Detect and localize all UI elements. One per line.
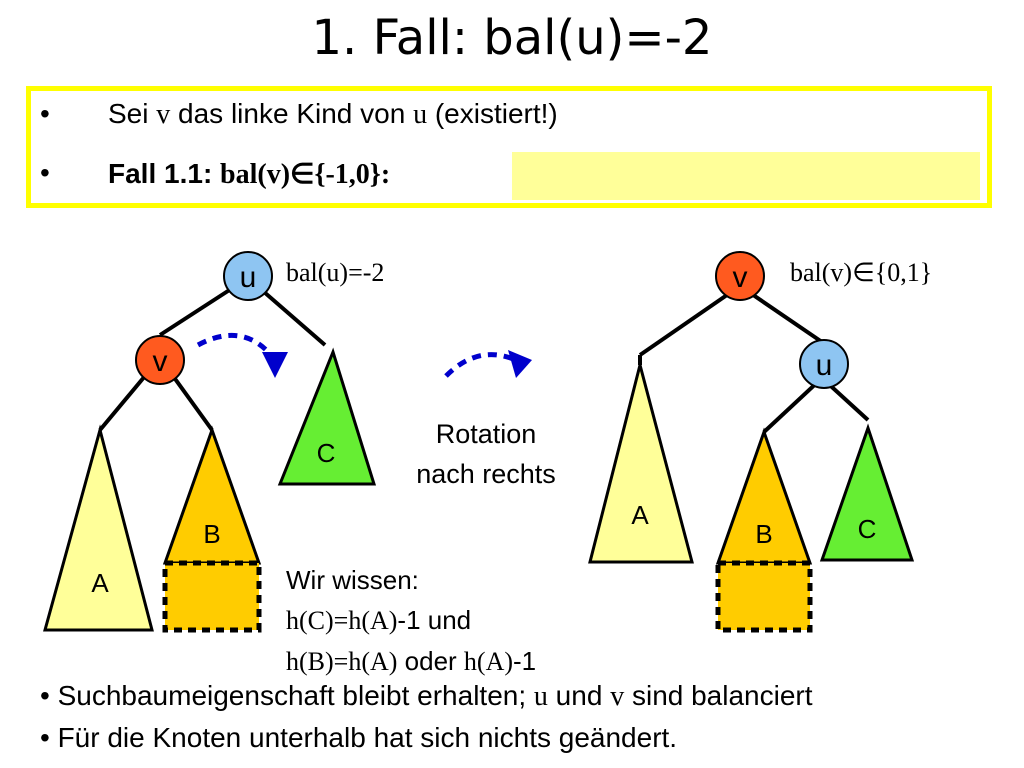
bullet-mark: •	[40, 157, 50, 188]
rotation-caption: Rotation nach rechts	[396, 414, 576, 494]
text-existiert: (existiert!)	[427, 98, 558, 129]
text-suchbaum: • Suchbaumeigenschaft bleibt erhalten;	[40, 680, 534, 711]
arrowhead-left	[262, 352, 288, 378]
bottom-bullet-2: • Für die Knoten unterhalb hat sich nich…	[40, 722, 678, 753]
formula-ha: h(A)	[463, 647, 514, 676]
text-fall-1-1: Fall 1.1:	[108, 158, 221, 189]
node-v-left	[135, 335, 185, 385]
bullet-line-2: •	[40, 157, 50, 189]
hidden-text-bar	[512, 152, 980, 200]
triangle-a-left-label: A	[91, 568, 109, 598]
node-u-right	[799, 339, 849, 389]
rotation-line-2: nach rechts	[416, 459, 556, 489]
node-u-right-label: u	[816, 349, 833, 382]
dotted-extension-b-left	[162, 560, 262, 633]
text-minus-one-und: -1 und	[397, 605, 472, 635]
text-und: und	[547, 680, 611, 711]
var-v: v	[156, 99, 171, 130]
statement-box	[26, 86, 992, 208]
bottom-bullet-1: • Suchbaumeigenschaft bleibt erhalten; u…	[40, 680, 813, 713]
triangle-c-right	[819, 423, 915, 562]
text-oder: oder	[397, 646, 464, 676]
knowledge-line-2: h(C)=h(A)-1 und	[286, 600, 536, 641]
triangle-a-right-label: A	[631, 500, 649, 530]
statement-line-1: Sei v das linke Kind von u (existiert!)	[108, 98, 558, 131]
rotation-arrow-middle	[444, 352, 522, 378]
bal-u-label: bal(u)=-2	[286, 258, 385, 287]
node-v-left-label: v	[153, 345, 168, 378]
knowledge-line-1: Wir wissen:	[286, 565, 419, 595]
knowledge-text: Wir wissen: h(C)=h(A)-1 und h(B)=h(A) od…	[286, 560, 536, 682]
bal-v-label: bal(v)∈{0,1}	[790, 258, 933, 287]
arrowhead-middle	[508, 350, 532, 378]
bullet-line-1: •	[40, 98, 50, 130]
page-title: 1. Fall: bal(u)=-2	[311, 10, 713, 66]
statement-line-2: Fall 1.1: bal(v)∈{-1,0}:	[108, 157, 390, 191]
var-v-bottom: v	[610, 681, 625, 712]
triangle-c-left	[277, 347, 377, 486]
formula-hb-ha: h(B)=h(A)	[286, 647, 398, 676]
dotted-extension-b-right	[715, 560, 813, 633]
rotation-arrow-left	[196, 332, 277, 362]
text-condition: bal(v)∈{-1,0}:	[220, 159, 391, 190]
knowledge-line-3: h(B)=h(A) oder h(A)-1	[286, 641, 536, 682]
triangle-a-right	[588, 359, 694, 564]
bullet-mark: •	[40, 98, 50, 129]
triangle-b-right-label: B	[755, 519, 772, 549]
node-u-left-label: u	[240, 261, 257, 294]
formula-hc-ha: h(C)=h(A)	[286, 606, 398, 635]
edge-u-b-right	[762, 376, 824, 434]
triangle-a-left	[43, 424, 154, 632]
edge-v-a-right	[638, 284, 742, 357]
var-u: u	[413, 99, 428, 130]
text-minus-one: -1	[513, 646, 537, 676]
node-u-left	[223, 251, 273, 301]
triangle-c-right-label: C	[858, 514, 877, 544]
triangle-c-left-label: C	[317, 438, 336, 468]
text-balanciert: sind balanciert	[624, 680, 813, 711]
node-v-right-label: v	[733, 261, 748, 294]
text-linke-kind: das linke Kind von	[170, 98, 414, 129]
rotation-line-1: Rotation	[435, 419, 537, 449]
triangle-b-left-label: B	[203, 519, 220, 549]
node-v-right	[715, 251, 765, 301]
text-sei: Sei	[108, 98, 157, 129]
var-u-bottom: u	[533, 681, 548, 712]
